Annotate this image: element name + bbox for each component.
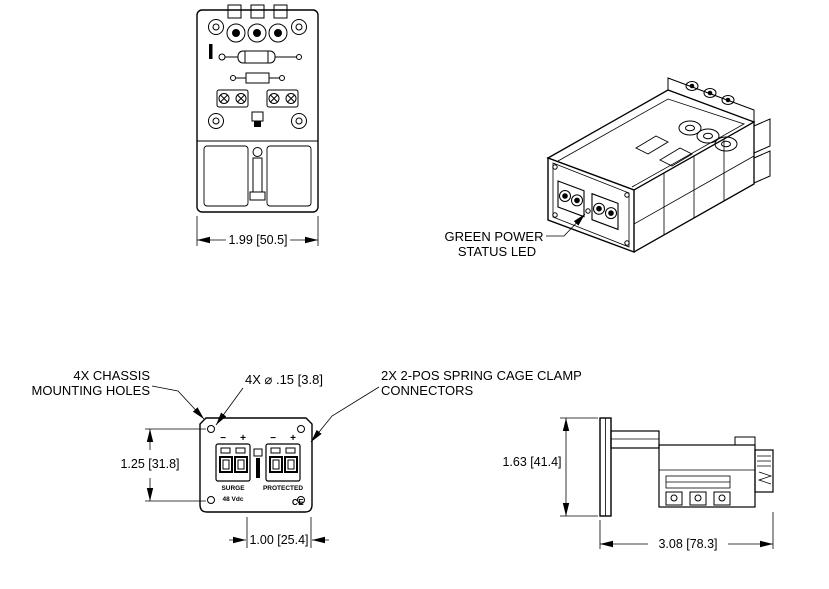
terminal-block-right (266, 89, 299, 108)
polarity-plus-right: + (290, 433, 296, 444)
iso-back-terminals (685, 81, 735, 105)
iso-din-rail-feet (753, 118, 771, 184)
relay-right (266, 145, 312, 207)
front-vertical-dimension (145, 428, 206, 502)
side-view-drawing (599, 417, 774, 517)
led-callout-line2: STATUS LED (458, 244, 536, 259)
chassis-holes-leader (151, 385, 205, 420)
connectors-callout-line2: CONNECTORS (381, 383, 474, 398)
led-callout-leader (546, 213, 586, 237)
capacitors (226, 23, 288, 43)
front-view-drawing (199, 417, 313, 513)
iso-capacitors (678, 120, 738, 152)
top-view-drawing (196, 4, 319, 213)
protected-label: PROTECTED (263, 485, 303, 492)
front-vertical-dimension-label: 1.25 [31.8] (120, 457, 179, 471)
front-horizontal-dimension-label: 1.00 [25.4] (249, 533, 308, 547)
spring-cage-connector-left (215, 443, 251, 482)
corner-screw (208, 19, 307, 129)
front-horizontal-dimension (229, 517, 329, 548)
side-terminals (665, 475, 731, 506)
isometric-view-drawing (546, 77, 771, 254)
top-view-width-dimension (196, 216, 319, 246)
side-height-dimension-label: 1.63 [41.4] (502, 455, 561, 469)
mounting-holes (207, 425, 305, 504)
ce-mark: CE (292, 498, 304, 507)
connectors-callout-line1: 2X 2-POS SPRING CAGE CLAMP (381, 368, 582, 383)
spring-cage-connector-right (265, 443, 301, 482)
led-callout-line1: GREEN POWER (445, 229, 544, 244)
iso-connector-2 (591, 192, 619, 231)
chassis-holes-callout-line1: 4X CHASSIS (73, 368, 150, 383)
side-depth-dimension-label: 3.08 [78.3] (658, 537, 717, 551)
surge-label: SURGE (221, 485, 245, 492)
terminal-block-left (216, 89, 249, 108)
hole-diameter-leader (215, 387, 244, 426)
polarity-plus-left: + (240, 433, 246, 444)
side-depth-dimension (599, 512, 774, 549)
top-view-width-label: 1.99 [50.5] (228, 233, 287, 247)
side-din-clip (754, 449, 774, 493)
polarity-minus-right: − (270, 433, 276, 444)
din-clip-top (197, 111, 318, 201)
power-status-led (585, 208, 591, 214)
relay-left (203, 145, 249, 207)
connectors-leader (310, 386, 380, 443)
polarity-minus-left: − (220, 433, 226, 444)
resistor (230, 72, 285, 84)
top-terminal-slots (227, 4, 288, 19)
chassis-holes-callout-line2: MOUNTING HOLES (32, 383, 151, 398)
side-height-dimension (560, 417, 598, 517)
led-window (253, 448, 263, 478)
silkscreen-mark (209, 44, 213, 59)
iso-flange-holes (552, 164, 630, 246)
side-din-tab (734, 436, 756, 446)
fuse (218, 50, 302, 64)
iso-pcb-components (635, 135, 693, 167)
hole-diameter-callout: 4X ⌀ .15 [3.8] (245, 372, 323, 387)
voltage-label: 48 Vdc (223, 496, 244, 503)
